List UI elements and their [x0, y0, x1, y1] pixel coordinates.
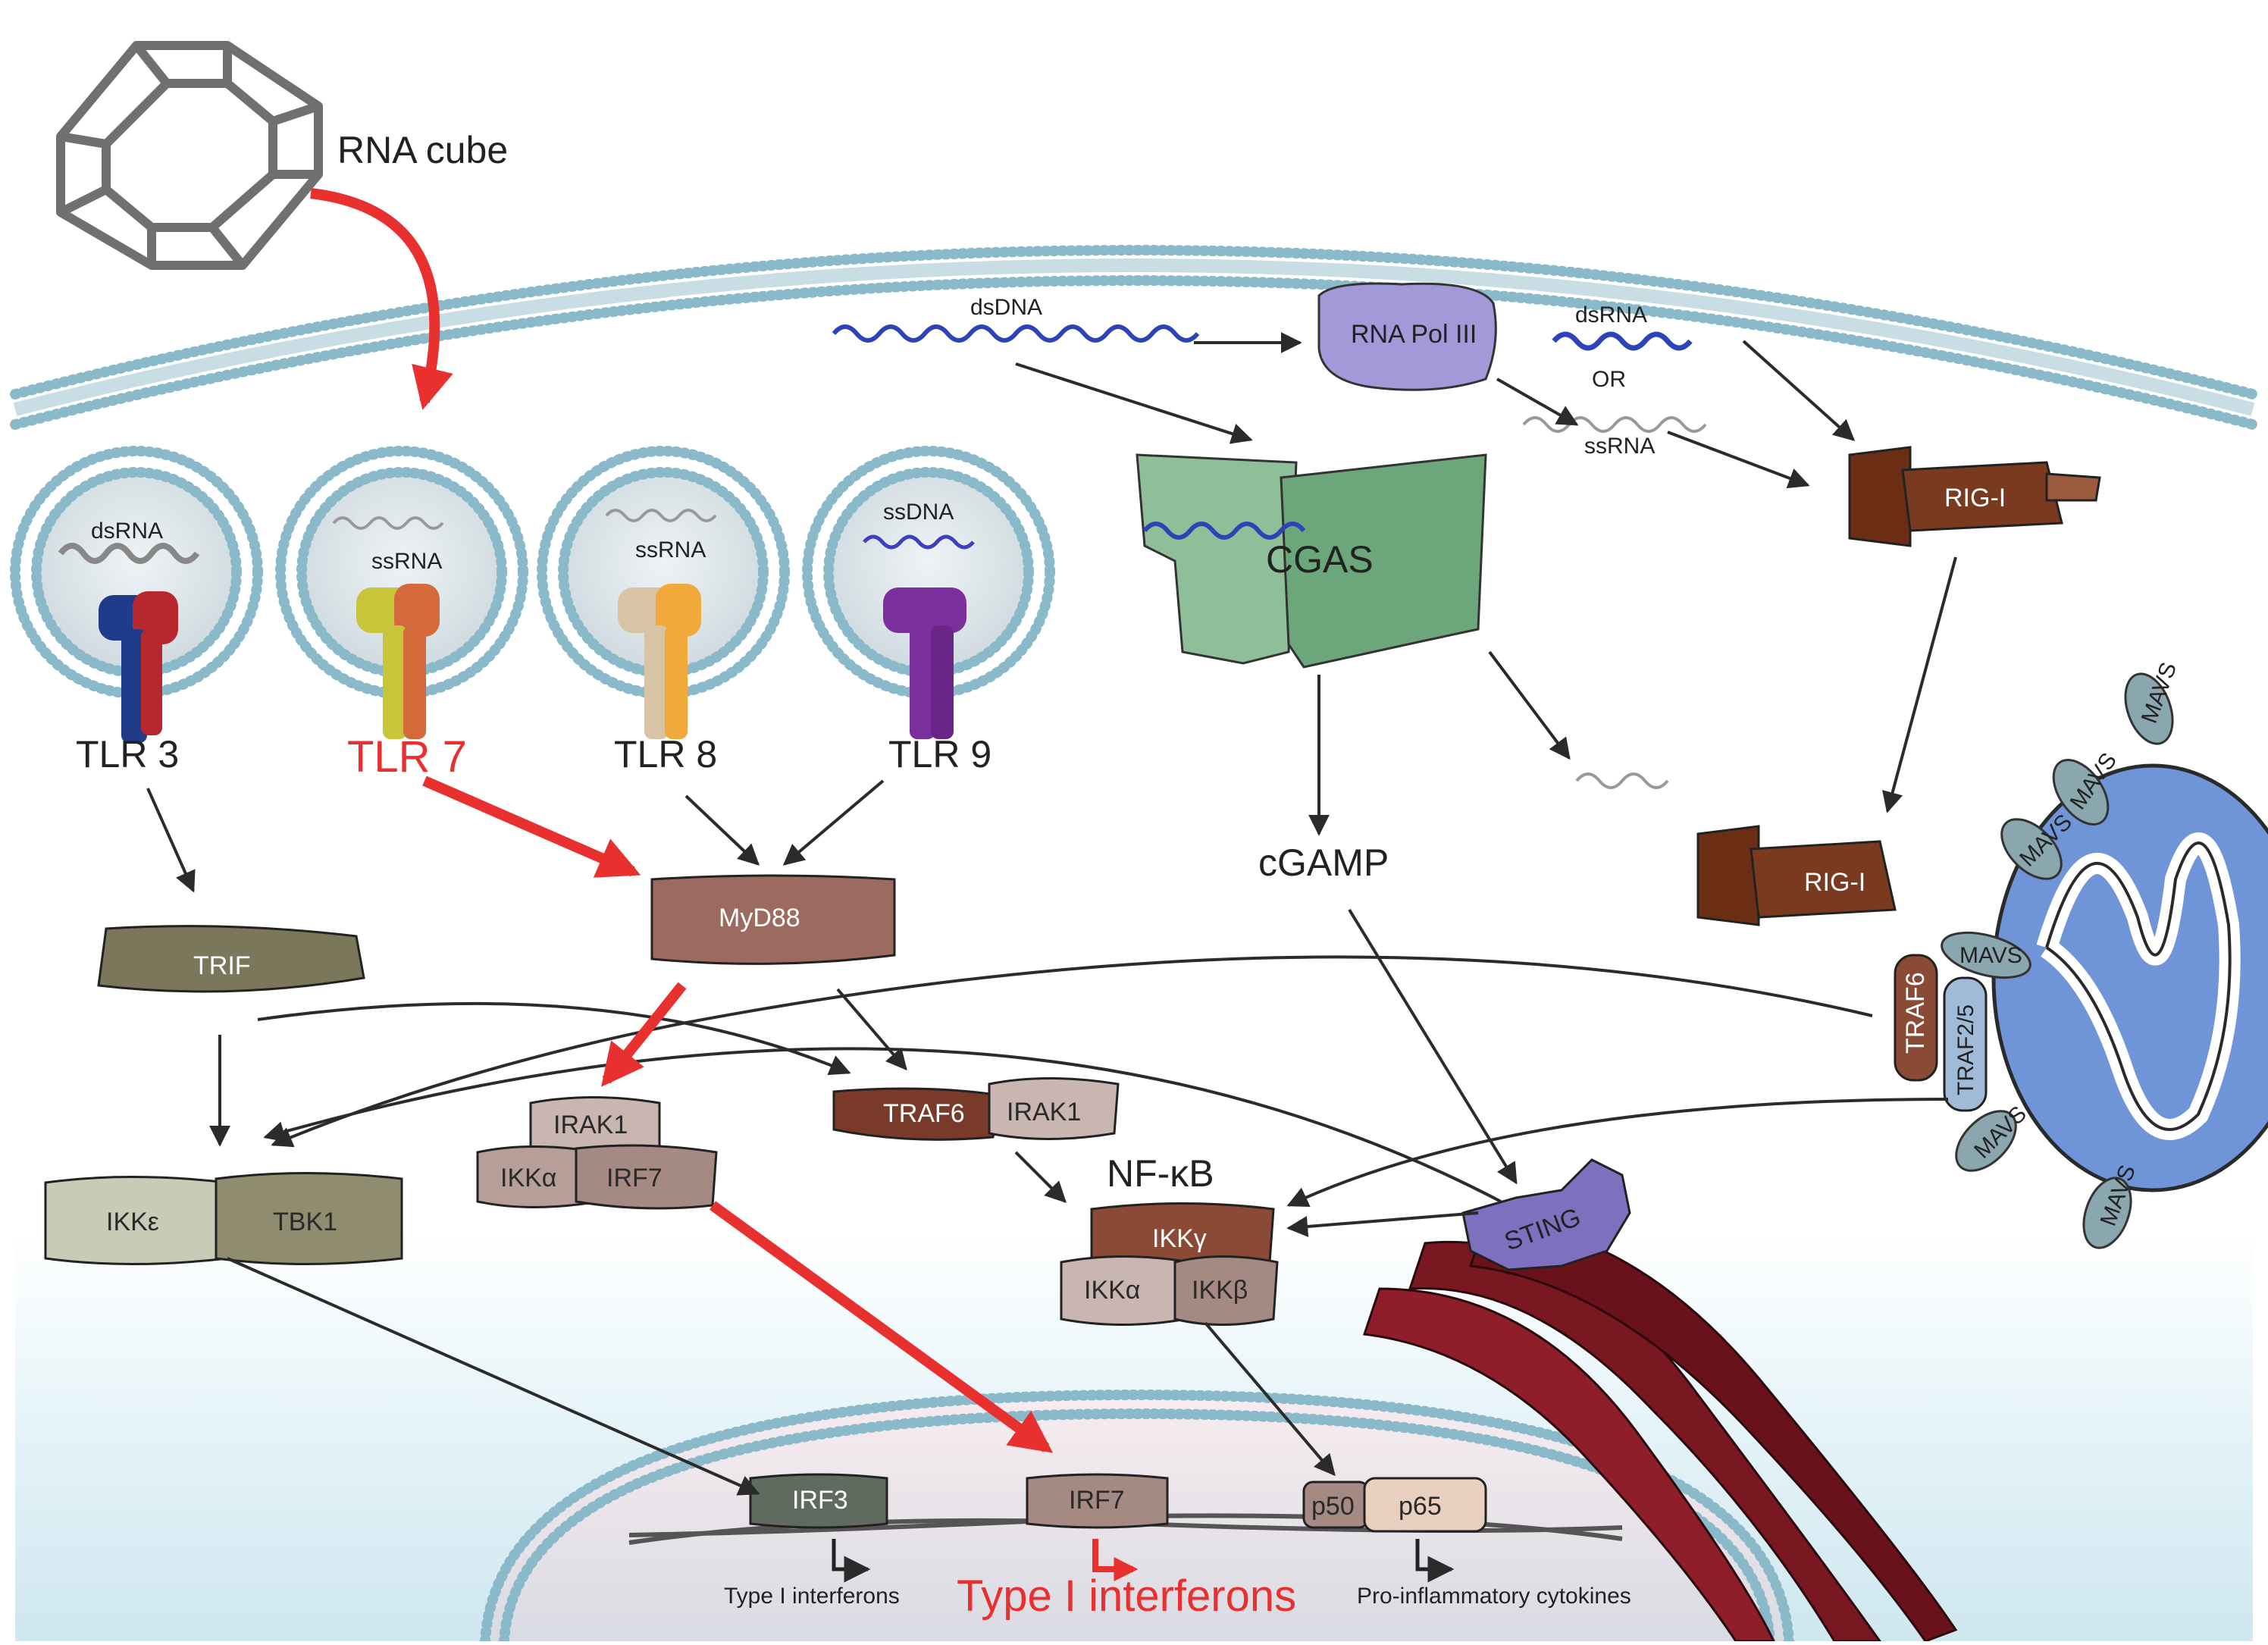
type1-big-label: Type I interferons — [957, 1571, 1296, 1621]
myd88-protein: MyD88 — [650, 874, 896, 965]
irf7-a-label: IRF7 — [606, 1164, 663, 1192]
irf3-factor: IRF3 — [749, 1473, 888, 1529]
dsdna-helix-icon — [832, 324, 1200, 343]
transcription-start-icon — [832, 1539, 871, 1583]
rig1-bottom-label: RIG-I — [1804, 868, 1865, 897]
ssrna-strand-icon — [605, 509, 717, 522]
dsrna-helix-icon — [1552, 331, 1693, 351]
nfkb-label: NF-κB — [1107, 1152, 1214, 1195]
endosome-tlr7: ssRNA — [275, 446, 528, 739]
tlr7-ligand-label: ssRNA — [371, 549, 442, 574]
ikke-label: IKKε — [106, 1208, 159, 1236]
traf25-label: TRAF2/5 — [1953, 1004, 1978, 1095]
irf7-nuclear-factor: IRF7 — [1026, 1473, 1169, 1529]
ssrna-label: ssRNA — [1584, 434, 1655, 459]
rna-pol-iii-protein — [1317, 282, 1497, 391]
dsrna-helix-icon — [58, 543, 200, 564]
traf6-traf25-group: TRAF6 TRAF2/5 — [1894, 954, 1988, 1112]
endosome-tlr8: ssRNA — [537, 446, 790, 739]
arrow-cube-to-tlr7 — [310, 188, 453, 410]
tlr9-ligand-label: ssDNA — [883, 500, 954, 525]
endosome-tlr9: ssDNA — [802, 446, 1055, 739]
rna-pol3-label: RNA Pol III — [1351, 320, 1477, 349]
trif-protein: TRIF — [97, 925, 365, 993]
tlr7-pathway-arrows — [422, 776, 1054, 1453]
rig-i-protein-top: RIG-I — [1848, 446, 2101, 547]
endosome-tlr3: dsRNA — [10, 446, 263, 743]
rig-i-protein-bottom: RIG-I — [1575, 772, 1897, 926]
ssrna-strand-icon — [1575, 772, 1669, 789]
tbk1-label: TBK1 — [273, 1208, 337, 1236]
ikke-tbk1-complex: IKKε TBK1 — [44, 1172, 403, 1265]
cgamp-label: cGAMP — [1258, 841, 1389, 884]
trif-label: TRIF — [193, 951, 251, 980]
ikkg-label: IKKγ — [1152, 1224, 1207, 1253]
tlr3-ligand-label: dsRNA — [91, 519, 163, 544]
sting-protein: STING — [1461, 1158, 1631, 1271]
myd88-label: MyD88 — [719, 904, 800, 932]
cgas-label: CGAS — [1266, 538, 1374, 581]
tlr3-label: TLR 3 — [76, 733, 179, 776]
traf6-irak1-complex: TRAF6 IRAK1 — [832, 1077, 1120, 1141]
tlr9-label: TLR 9 — [888, 733, 991, 776]
tlr7-label: TLR 7 — [347, 732, 467, 782]
cgas-protein: CGAS — [1136, 453, 1487, 669]
tlr8-label: TLR 8 — [614, 733, 717, 776]
plasma-membrane — [10, 245, 2258, 430]
p50-p65-factor: p50 p65 — [1302, 1477, 1487, 1533]
dsdna-label: dsDNA — [970, 295, 1042, 320]
ssrna-strand-icon — [1522, 416, 1707, 433]
p65-label: p65 — [1399, 1492, 1442, 1521]
ikk-complex: IKKγ IKKα IKKβ — [1060, 1202, 1279, 1326]
proinflam-label: Pro-inflammatory cytokines — [1357, 1584, 1631, 1609]
irak1-ikka-irf7-complex: IRAK1 IKKα IRF7 — [476, 1096, 718, 1210]
rna-cube-label: RNA cube — [337, 129, 508, 171]
signaling-arrows — [146, 332, 1957, 1496]
transcription-start-icon — [1092, 1539, 1139, 1581]
ikka-b-label: IKKα — [1084, 1276, 1140, 1305]
mitochondrion-icon — [1991, 763, 2268, 1192]
or-label: OR — [1592, 367, 1626, 392]
type1-small-label: Type I interferons — [724, 1584, 900, 1609]
dsrna-label: dsRNA — [1575, 302, 1647, 327]
transcription-start-icon — [1415, 1539, 1455, 1583]
irak1-a-label: IRAK1 — [553, 1111, 628, 1139]
irf7-n-label: IRF7 — [1069, 1486, 1125, 1515]
rig1-top-label: RIG-I — [1944, 484, 2006, 512]
rna-cube-icon — [56, 41, 323, 270]
irf3-label: IRF3 — [792, 1486, 848, 1515]
ssdna-strand-icon — [863, 534, 975, 550]
traf6-a-label: TRAF6 — [883, 1099, 965, 1128]
ssrna-strand-icon — [332, 516, 444, 530]
mavs-label: MAVS — [1959, 943, 2022, 968]
tlr8-ligand-label: ssRNA — [635, 537, 706, 562]
ikkb-label: IKKβ — [1192, 1276, 1248, 1305]
irak1-b-label: IRAK1 — [1007, 1098, 1081, 1126]
ikka-a-label: IKKα — [500, 1164, 556, 1192]
traf6-b-label: TRAF6 — [1901, 972, 1930, 1054]
p50-label: p50 — [1311, 1492, 1355, 1521]
